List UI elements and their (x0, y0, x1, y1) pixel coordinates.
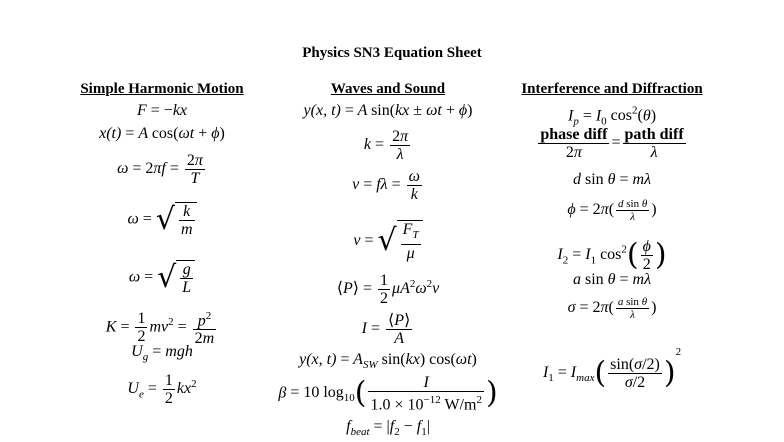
column-waves-and-sound: Waves and Sound y(x, t) = A sin(kx ± ωt … (268, 80, 508, 440)
equation-single-slit-intensity: I1 = Imax(sin(σ/2)σ/2)2 (542, 346, 682, 391)
equation-double-slit: d sin θ = mλ (572, 171, 652, 188)
section-heading: Simple Harmonic Motion (80, 81, 244, 97)
equation-intensity: I = ⟨P⟩A (361, 312, 413, 347)
page-title: Physics SN3 Equation Sheet (302, 45, 482, 61)
equation-standing-wave: y(x, t) = ASW sin(kx) cos(ωt) (299, 351, 477, 372)
equation-hooke: F = −kx (136, 102, 188, 119)
equation-gravitational-pe: Ug = mgh (131, 343, 193, 364)
equation-position: x(t) = A cos(ωt + ϕ) (99, 125, 225, 142)
section-heading: Waves and Sound (330, 81, 446, 97)
column-interference-and-diffraction: Interference and Diffraction Ip = I0 cos… (512, 80, 712, 420)
column-simple-harmonic-motion: Simple Harmonic Motion F = −kx x(t) = A … (72, 80, 252, 420)
equation-beat-frequency: fbeat = |f2 − f1| (346, 418, 430, 439)
equation-single-slit: a sin θ = mλ (572, 271, 652, 288)
section-heading: Interference and Diffraction (521, 81, 703, 97)
equation-malus-law: Ip = I0 cos2(θ) (567, 105, 657, 128)
equation-wave-function: y(x, t) = A sin(kx ± ωt + ϕ) (303, 102, 473, 119)
